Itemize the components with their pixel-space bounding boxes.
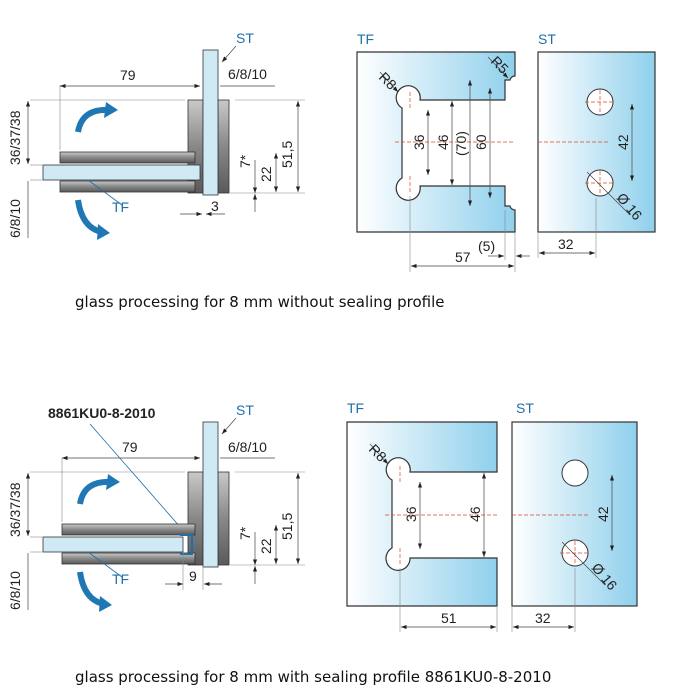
dim-36: 36 <box>403 506 419 522</box>
section-without-sealing: ST 79 6/8/10 51,5 22 7* <box>7 30 656 311</box>
st-label: ST <box>236 402 254 418</box>
dim-32: 32 <box>558 236 574 252</box>
st-label: ST <box>236 30 254 46</box>
dim-5: (5) <box>478 238 495 254</box>
tf-glass <box>42 536 184 553</box>
tf-plate-drawing: TF 36 46 (70) 60 R8 R5 57 (5) <box>356 31 530 272</box>
caption: glass processing for 8 mm without sealin… <box>75 293 445 311</box>
side-view: 8861KU0-8-2010 ST 79 6/8/10 51,5 22 <box>7 402 305 612</box>
st-glass <box>202 49 219 196</box>
dim-gap: 9 <box>189 568 197 584</box>
sealing-profile <box>180 534 193 555</box>
dim-60: 60 <box>473 134 489 150</box>
clamp-plate <box>217 99 230 194</box>
dim-width: 79 <box>122 439 138 455</box>
tf-plate-title: TF <box>357 31 374 47</box>
dim-32: 32 <box>535 610 551 626</box>
dim-height: 51,5 <box>279 513 295 540</box>
caption: glass processing for 8 mm with sealing p… <box>75 668 551 686</box>
dim-width: 79 <box>120 67 136 83</box>
st-plate-drawing: ST 42 Ø 16 32 <box>537 31 656 258</box>
tf-plate-drawing: TF 36 46 R8 51 <box>346 400 498 632</box>
dim-glass-thickness: 6/8/10 <box>228 439 267 455</box>
dim-22: 22 <box>258 166 274 182</box>
dim-22: 22 <box>258 538 274 554</box>
dim-left-upper: 36/37/38 <box>7 110 23 165</box>
side-view: ST 79 6/8/10 51,5 22 7* <box>7 30 305 240</box>
clamp-plate <box>217 471 230 566</box>
st-plate-title: ST <box>516 400 534 416</box>
dim-46: 46 <box>435 134 451 150</box>
clamp-arm-upper <box>59 151 196 164</box>
tf-label: TF <box>112 571 129 587</box>
dim-gap: 3 <box>211 198 219 214</box>
clamp-body <box>187 471 204 566</box>
st-glass <box>202 421 219 568</box>
dim-70: (70) <box>453 131 469 156</box>
st-plate-drawing: ST 42 Ø 16 32 <box>511 400 638 632</box>
dim-height: 51,5 <box>279 141 295 168</box>
dim-left-lower: 6/8/10 <box>7 199 23 238</box>
tf-glass <box>42 164 201 181</box>
tf-plate-title: TF <box>347 400 364 416</box>
dim-57: 57 <box>455 249 471 265</box>
clamp-arm-lower <box>59 180 196 193</box>
st-plate-title: ST <box>538 31 556 47</box>
dim-36: 36 <box>411 134 427 150</box>
dim-46: 46 <box>467 506 483 522</box>
sealing-profile-label: 8861KU0-8-2010 <box>48 405 156 421</box>
dim-7: 7* <box>237 154 253 168</box>
hole-upper <box>561 459 589 487</box>
clamp-arm-lower <box>61 552 196 565</box>
dim-left-lower: 6/8/10 <box>7 571 23 610</box>
tf-label: TF <box>112 199 129 215</box>
dim-glass-thickness: 6/8/10 <box>228 66 267 82</box>
dim-left-upper: 36/37/38 <box>7 482 23 537</box>
clamp-arm-upper <box>61 523 196 536</box>
section-with-sealing: 8861KU0-8-2010 ST 79 6/8/10 51,5 22 <box>7 400 638 686</box>
dim-7: 7* <box>237 526 253 540</box>
dim-51: 51 <box>441 610 457 626</box>
dim-42: 42 <box>595 506 611 522</box>
dim-42: 42 <box>615 134 631 150</box>
